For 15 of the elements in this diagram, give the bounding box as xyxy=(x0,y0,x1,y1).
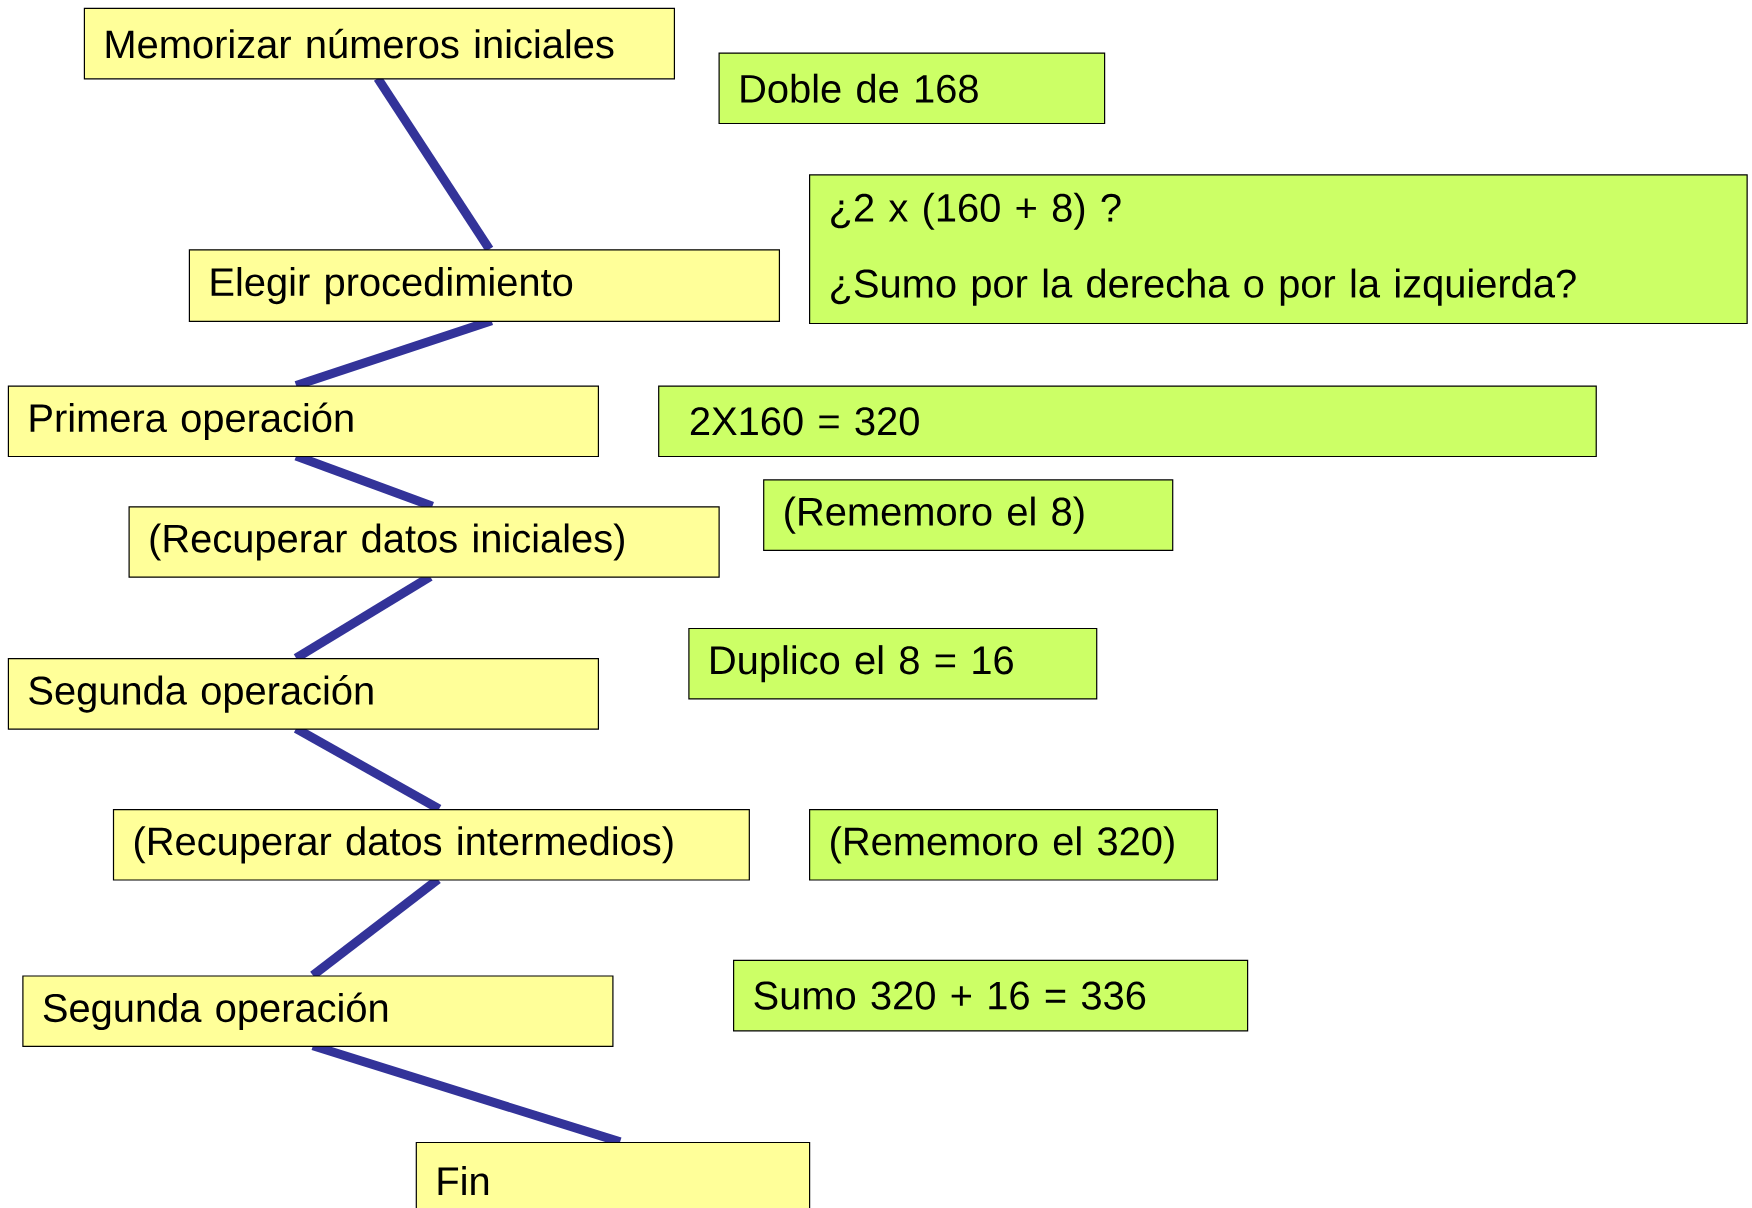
text-box: Fin xyxy=(415,1141,811,1208)
text-box: Segunda operación xyxy=(7,658,599,730)
text-box: Duplico el 8 = 16 xyxy=(688,627,1098,700)
text-box: Sumo 320 + 16 = 336 xyxy=(733,959,1249,1032)
text-box: Segunda operación xyxy=(22,975,614,1047)
text-box: Primera operación xyxy=(7,385,599,458)
text-box: ¿2 x (160 + 8) ? ¿Sumo por la derecha o por la izquierda? xyxy=(809,174,1748,325)
text-box: (Rememoro el 320) xyxy=(809,809,1218,881)
text-box: (Recuperar datos intermedios) xyxy=(112,809,750,881)
text-box: Doble de 168 xyxy=(718,52,1106,125)
text-box: (Rememoro el 8) xyxy=(763,479,1174,551)
text-box: Memorizar números iniciales xyxy=(83,7,675,80)
text-box: (Recuperar datos iniciales) xyxy=(128,506,720,578)
text-box: Elegir procedimiento xyxy=(188,249,780,322)
text-box: 2X160 = 320 xyxy=(658,385,1597,458)
